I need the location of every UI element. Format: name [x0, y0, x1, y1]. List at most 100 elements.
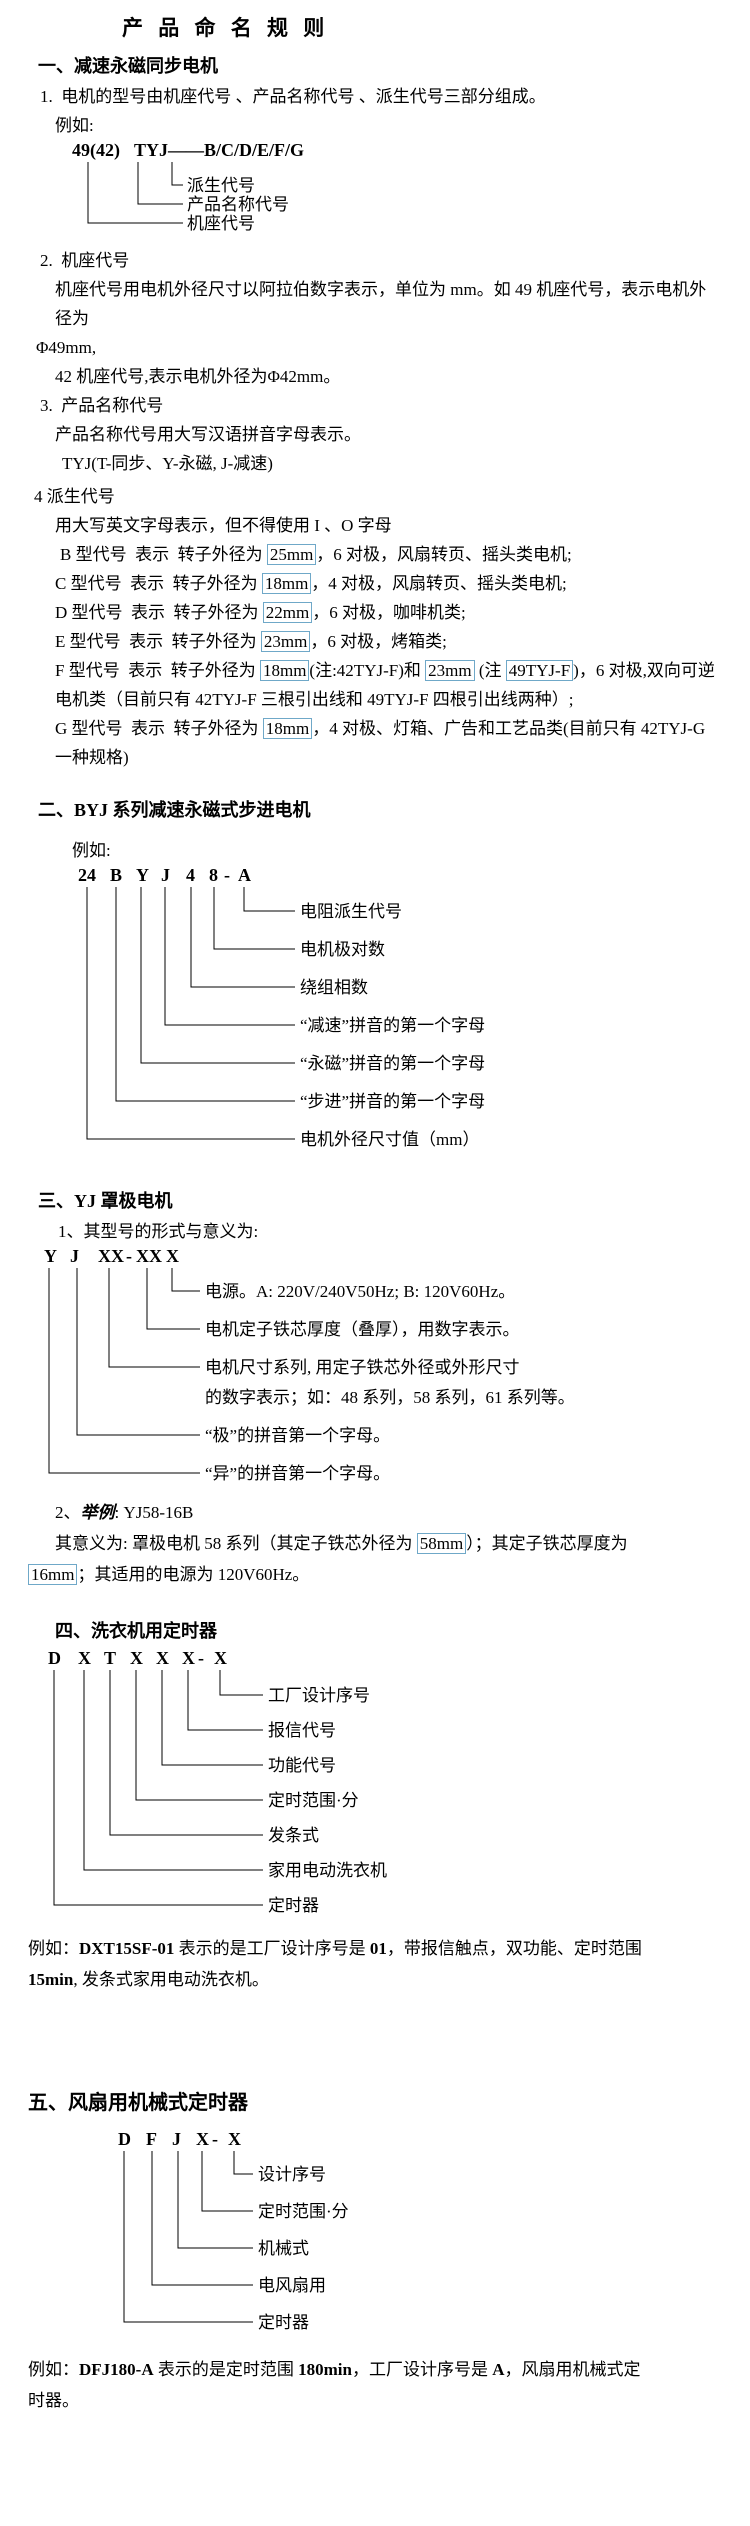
- code-char: X: [182, 1648, 195, 1668]
- section-1-example-label: 例如:: [55, 116, 94, 135]
- paragraph-line: G 型代号 表示 转子外径为 18mm，4 对极、灯箱、广告和工艺品类(目前只有…: [55, 718, 710, 767]
- diagram-label: “异”的拼音第一个字母。: [205, 1464, 391, 1483]
- connector-lines: [86, 887, 295, 1140]
- diagram-label: 设计序号: [258, 2165, 326, 2184]
- code-char: F: [146, 2129, 157, 2149]
- section-3-subheading: 1、其型号的形式与意义为:: [58, 1222, 259, 1241]
- section-4-example-line: 例如：DXT15SF-01 表示的是工厂设计序号是 01，带报信触点，双功能、定…: [28, 1939, 642, 1958]
- diagram-label: “减速”拼音的第一个字母: [300, 1016, 486, 1035]
- page-title: 产 品 命 名 规 则: [122, 16, 330, 40]
- code-char: -: [126, 1246, 132, 1266]
- diagram-label: 报信代号: [268, 1721, 336, 1740]
- diagram-label: 电源。A: 220V/240V50Hz; B: 120V60Hz。: [205, 1282, 516, 1301]
- code-char: X: [78, 1648, 91, 1668]
- code-char: -: [224, 865, 230, 885]
- diagram-label: 电机极对数: [300, 940, 385, 959]
- diagram-label: 电机尺寸系列, 用定子铁芯外径或外形尺寸: [205, 1358, 520, 1377]
- connector-lines: [123, 2151, 253, 2323]
- diagram-label: 派生代号: [187, 176, 255, 195]
- diagram-label: 机座代号: [187, 214, 255, 233]
- diagram-fan-timer: D F J X - X 设计序号 定时范围·分 机械式 电风扇用 定时器: [0, 2129, 716, 2354]
- diagram-label: 定时范围·分: [268, 1791, 359, 1810]
- code-frame-size: 49(42): [72, 140, 120, 160]
- paragraph-line: 4 派生代号: [34, 487, 115, 506]
- code-char: Y: [44, 1246, 57, 1266]
- code-char: T: [104, 1648, 117, 1668]
- diagram-label: 工厂设计序号: [268, 1686, 370, 1705]
- paragraph-line: TYJ(T-同步、Y-永磁, J-减速): [62, 454, 273, 473]
- section-4-heading: 四、洗衣机用定时器: [55, 1621, 217, 1641]
- code-char: X: [228, 2129, 241, 2149]
- paragraph-line: F 型代号 表示 转子外径为 18mm(注:42TYJ-F)和 23mm (注 …: [55, 660, 715, 709]
- diagram-label: 电机外径尺寸值（mm）: [300, 1130, 480, 1149]
- code-char: -: [198, 1648, 204, 1668]
- section-3-meaning-line: 其意义为: 罩极电机 58 系列（其定子铁芯外径为 58mm）；其定子铁芯厚度为: [55, 1533, 628, 1554]
- section-5-heading: 五、风扇用机械式定时器: [28, 2092, 248, 2114]
- code-char: J: [161, 865, 170, 885]
- section-2-heading: 二、BYJ 系列减速永磁式步进电机: [38, 800, 311, 820]
- paragraph-line: 机座代号用电机外径尺寸以阿拉伯数字表示，单位为 mm。如 49 机座代号，表示电…: [55, 280, 707, 328]
- paragraph-line: 3. 产品名称代号: [40, 396, 164, 415]
- diagram-label: “步进”拼音的第一个字母: [300, 1092, 486, 1111]
- diagram-label: 定时范围·分: [258, 2202, 349, 2221]
- code-char: J: [70, 1246, 79, 1266]
- code-char: A: [238, 865, 251, 885]
- diagram-label: 产品名称代号: [187, 195, 289, 214]
- code-char: X: [156, 1648, 169, 1668]
- code-char: Y: [136, 865, 149, 885]
- code-char: X: [196, 2129, 209, 2149]
- paragraph-line: 用大写英文字母表示，但不得使用 I 、O 字母: [55, 516, 392, 535]
- code-char: 24: [78, 865, 96, 885]
- diagram-byj-stepper: 24 B Y J 4 8 - A 电阻派生代号 电机极对数 绕组相数 “减速”拼…: [0, 865, 716, 1165]
- connector-lines: [53, 1670, 263, 1906]
- diagram-washer-timer: D X T X X X - X 工厂设计序号 报信代号 功能代号 定时范围·分 …: [0, 1648, 716, 1933]
- section-3-example: 2、举例: YJ58-16B: [55, 1503, 194, 1522]
- section-5-example-line: 例如：DFJ180-A 表示的是定时范围 180min，工厂设计序号是 A，风扇…: [28, 2360, 641, 2379]
- code-char: XX: [136, 1246, 162, 1266]
- section-1-intro: 1. 电机的型号由机座代号 、产品名称代号 、派生代号三部分组成。: [40, 87, 546, 106]
- diagram-label: 的数字表示；如：48 系列，58 系列，61 系列等。: [205, 1388, 575, 1407]
- code-char: 4: [186, 865, 195, 885]
- paragraph-line: D 型代号 表示 转子外径为 22mm，6 对极，咖啡机类;: [55, 602, 466, 623]
- connector-lines: [87, 162, 183, 224]
- section-1-heading: 一、减速永磁同步电机: [38, 56, 218, 76]
- code-char: X: [166, 1246, 179, 1266]
- diagram-label: 绕组相数: [300, 978, 368, 997]
- code-char: -: [212, 2129, 218, 2149]
- diagram-label: “极”的拼音第一个字母。: [205, 1426, 391, 1445]
- paragraph-line: 产品名称代号用大写汉语拼音字母表示。: [55, 425, 361, 444]
- diagram-label: 电风扇用: [258, 2276, 326, 2295]
- paragraph-line: 2. 机座代号: [40, 251, 130, 270]
- section-3-meaning-line: 16mm；其适用的电源为 120V60Hz。: [0, 1559, 716, 1590]
- paragraph-line: B 型代号 表示 转子外径为 25mm，6 对极，风扇转页、摇头类电机;: [60, 544, 572, 565]
- diagram-label: 机械式: [258, 2239, 309, 2258]
- diagram-label: 家用电动洗衣机: [268, 1861, 387, 1880]
- code-char: D: [48, 1648, 61, 1668]
- code-char: D: [118, 2129, 131, 2149]
- diagram-yj-shaded-pole: Y J XX - XX X 电源。A: 220V/240V50Hz; B: 12…: [0, 1246, 716, 1491]
- paragraph-line: Φ49mm,: [36, 338, 97, 357]
- code-char: XX: [98, 1246, 124, 1266]
- code-char: X: [214, 1648, 227, 1668]
- diagram-motor-model: 49(42) TYJ——B/C/D/E/F/G 派生代号 产品名称代号 机座代号: [0, 140, 716, 240]
- code-product-name: TYJ——B/C/D/E/F/G: [134, 140, 305, 160]
- paragraph-line: C 型代号 表示 转子外径为 18mm，4 对极，风扇转页、摇头类电机;: [55, 573, 567, 594]
- paragraph-line: E 型代号 表示 转子外径为 23mm，6 对极，烤箱类;: [55, 631, 447, 652]
- diagram-label: 定时器: [268, 1896, 319, 1915]
- diagram-label: 电机定子铁芯厚度（叠厚），用数字表示。: [205, 1320, 520, 1339]
- diagram-label: 电阻派生代号: [300, 902, 402, 921]
- diagram-label: “永磁”拼音的第一个字母: [300, 1054, 486, 1073]
- connector-lines: [48, 1268, 200, 1474]
- diagram-label: 发条式: [268, 1826, 319, 1845]
- section-3-heading: 三、YJ 罩极电机: [38, 1191, 173, 1211]
- code-char: J: [172, 2129, 181, 2149]
- code-char: B: [110, 865, 123, 885]
- section-2-example-label: 例如:: [72, 841, 111, 860]
- code-char: X: [130, 1648, 143, 1668]
- paragraph-line: 42 机座代号,表示电机外径为Φ42mm。: [55, 367, 341, 386]
- section-4-example-line: 15min, 发条式家用电动洗衣机。: [28, 1970, 269, 1989]
- diagram-label: 定时器: [258, 2313, 309, 2332]
- diagram-label: 功能代号: [268, 1756, 336, 1775]
- section-5-example-line: 时器。: [28, 2391, 79, 2410]
